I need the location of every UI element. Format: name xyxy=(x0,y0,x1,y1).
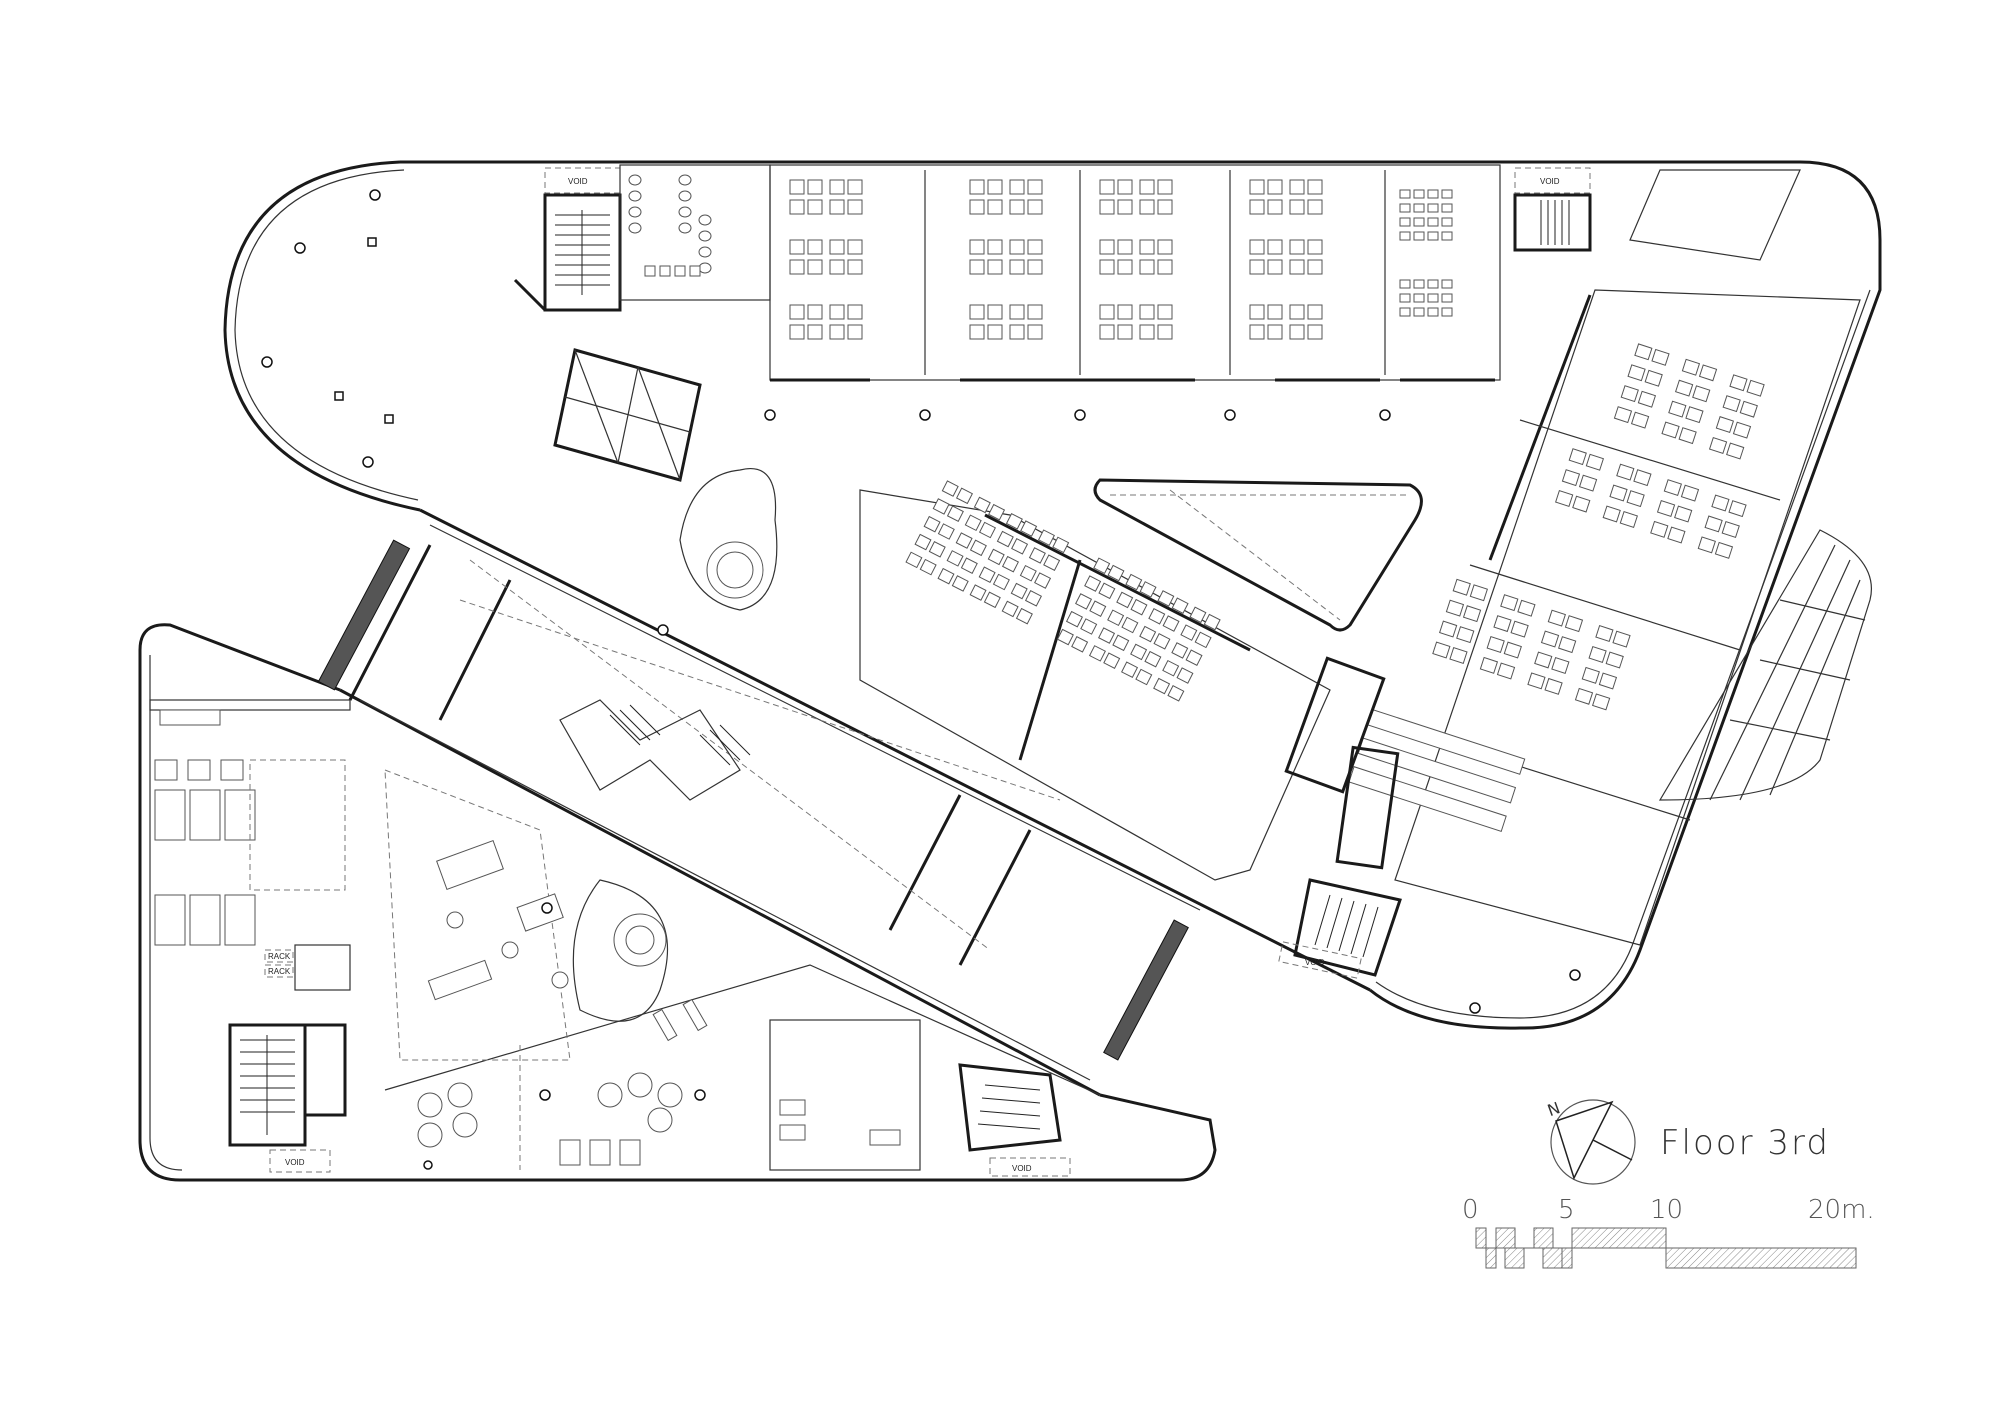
central-lecture-halls xyxy=(679,468,1331,881)
atrium-stairs xyxy=(559,699,751,801)
north-label: N xyxy=(1545,1098,1563,1120)
stair-core-south: VOID xyxy=(958,1063,1071,1177)
toilets xyxy=(628,174,712,277)
classrooms-east-wing xyxy=(1348,289,1861,946)
lounge-zone xyxy=(384,769,669,1061)
north-east-core: VOID xyxy=(1513,167,1801,261)
scale-tick-5: 5 xyxy=(1558,1195,1575,1225)
scale-bar xyxy=(1475,1227,1857,1269)
void-label-ne: VOID xyxy=(1540,177,1560,186)
lecture-rooms-north xyxy=(764,164,1501,421)
storage-box xyxy=(1284,656,1386,794)
void-label-sw: VOID xyxy=(285,1158,305,1167)
atrium-void-triangle xyxy=(1093,478,1423,632)
service-zone-west: RACK RACK VOID xyxy=(149,699,351,1173)
building-outline xyxy=(138,160,1882,1182)
void-label-s: VOID xyxy=(1012,1164,1032,1173)
rack-label-2: RACK xyxy=(268,967,291,976)
scale-tick-0: 0 xyxy=(1462,1195,1479,1225)
glass-canopy xyxy=(1658,529,1872,801)
north-arrow: N xyxy=(1545,1098,1636,1185)
scale-tick-20m: 20m. xyxy=(1808,1195,1875,1225)
escalator-west xyxy=(317,539,411,691)
elevator-shafts xyxy=(553,348,702,482)
desk-grid-north xyxy=(789,179,1453,340)
columns xyxy=(261,189,1581,1170)
stair-core-south-east: VOID xyxy=(1278,878,1402,979)
void-label-se: VOID xyxy=(1305,958,1325,967)
rack-label-1: RACK xyxy=(268,952,291,961)
storage-box-2 xyxy=(1335,745,1400,870)
void-label-nw: VOID xyxy=(568,177,588,186)
floor-title: Floor 3rd xyxy=(1660,1123,1830,1163)
escalator-east xyxy=(1103,919,1189,1061)
scale-tick-10: 10 xyxy=(1650,1195,1684,1225)
fitness-area xyxy=(417,998,921,1171)
central-stair-atrium xyxy=(317,539,1189,1061)
north-west-core: VOID xyxy=(513,164,771,482)
